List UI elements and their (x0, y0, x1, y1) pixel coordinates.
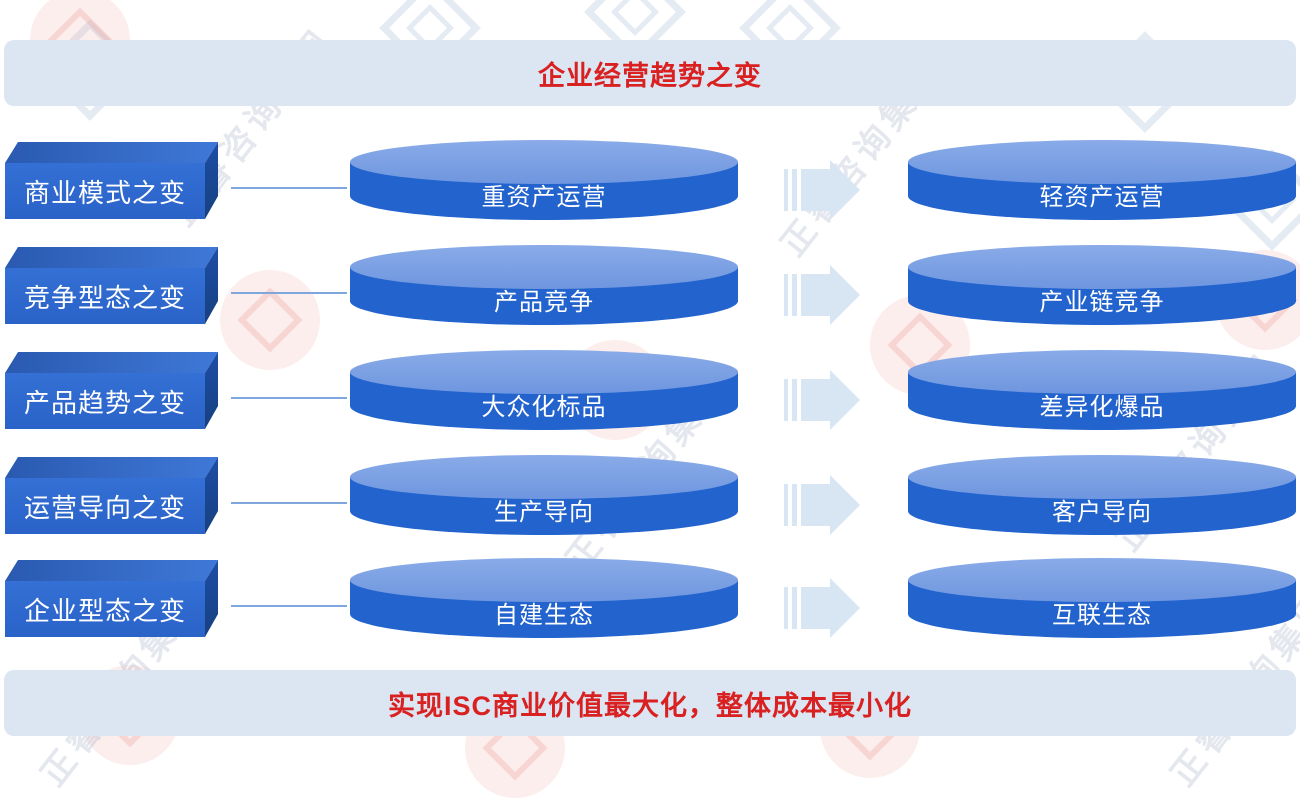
footer-title: 实现ISC商业价值最大化，整体成本最小化 (387, 690, 912, 721)
cylinder-top (350, 140, 738, 184)
trend-row-enterprise: 企业型态之变 自建生态 互联生态 (0, 558, 1300, 640)
from-label: 大众化标品 (481, 393, 607, 421)
category-label: 企业型态之变 (23, 595, 186, 626)
header-banner: 企业经营趋势之变 (4, 40, 1296, 106)
box-top-face (5, 352, 218, 373)
trend-row-competition: 竞争型态之变 产品竞争 产业链竞争 (0, 245, 1300, 327)
cylinder-top (908, 558, 1296, 602)
cylinder-top (350, 350, 738, 394)
from-label: 重资产运营 (481, 183, 607, 211)
box-top-face (5, 457, 218, 478)
from-cylinder: 重资产运营 (350, 140, 738, 222)
to-cylinder: 产业链竞争 (908, 245, 1296, 327)
right-arrow-icon (784, 370, 860, 430)
category-box: 运营导向之变 (5, 457, 219, 535)
from-label: 生产导向 (494, 498, 594, 526)
box-front-face: 产品趋势之变 (5, 373, 205, 429)
page-title: 企业经营趋势之变 (538, 60, 762, 91)
right-arrow-icon (784, 578, 860, 638)
from-cylinder: 自建生态 (350, 558, 738, 640)
connector-line (231, 502, 347, 504)
footer-banner: 实现ISC商业价值最大化，整体成本最小化 (4, 670, 1296, 736)
from-label: 自建生态 (494, 601, 594, 629)
to-cylinder: 轻资产运营 (908, 140, 1296, 222)
trend-row-product: 产品趋势之变 大众化标品 差异化爆品 (0, 350, 1300, 432)
to-cylinder: 客户导向 (908, 455, 1296, 537)
to-label: 客户导向 (1052, 498, 1152, 526)
box-front-face: 商业模式之变 (5, 163, 205, 219)
category-label: 竞争型态之变 (23, 282, 186, 313)
cylinder-top (908, 455, 1296, 499)
category-box: 竞争型态之变 (5, 247, 219, 325)
category-box: 商业模式之变 (5, 142, 219, 220)
category-box: 企业型态之变 (5, 560, 219, 638)
right-arrow-icon (784, 475, 860, 535)
box-side-face (205, 352, 218, 429)
box-top-face (5, 560, 218, 581)
box-top-face (5, 142, 218, 163)
from-cylinder: 生产导向 (350, 455, 738, 537)
box-front-face: 运营导向之变 (5, 478, 205, 534)
from-cylinder: 产品竞争 (350, 245, 738, 327)
trend-row-business-model: 商业模式之变 重资产运营 轻资产运营 (0, 140, 1300, 222)
from-cylinder: 大众化标品 (350, 350, 738, 432)
from-label: 产品竞争 (494, 288, 594, 316)
box-front-face: 企业型态之变 (5, 581, 205, 637)
to-label: 差异化爆品 (1039, 393, 1165, 421)
cylinder-top (908, 245, 1296, 289)
connector-line (231, 187, 347, 189)
to-cylinder: 差异化爆品 (908, 350, 1296, 432)
category-label: 产品趋势之变 (23, 387, 186, 418)
trend-row-operation: 运营导向之变 生产导向 客户导向 (0, 455, 1300, 537)
category-label: 商业模式之变 (23, 177, 186, 208)
box-front-face: 竞争型态之变 (5, 268, 205, 324)
box-side-face (205, 560, 218, 637)
to-label: 互联生态 (1052, 601, 1152, 629)
connector-line (231, 292, 347, 294)
cylinder-top (350, 558, 738, 602)
connector-line (231, 397, 347, 399)
box-side-face (205, 457, 218, 534)
right-arrow-icon (784, 160, 860, 220)
box-side-face (205, 142, 218, 219)
cylinder-top (908, 140, 1296, 184)
box-top-face (5, 247, 218, 268)
cylinder-top (350, 455, 738, 499)
to-label: 产业链竞争 (1039, 288, 1165, 316)
connector-line (231, 605, 347, 607)
right-arrow-icon (784, 265, 860, 325)
to-cylinder: 互联生态 (908, 558, 1296, 640)
category-box: 产品趋势之变 (5, 352, 219, 430)
box-side-face (205, 247, 218, 324)
cylinder-top (908, 350, 1296, 394)
category-label: 运营导向之变 (23, 492, 186, 523)
to-label: 轻资产运营 (1039, 183, 1165, 211)
cylinder-top (350, 245, 738, 289)
